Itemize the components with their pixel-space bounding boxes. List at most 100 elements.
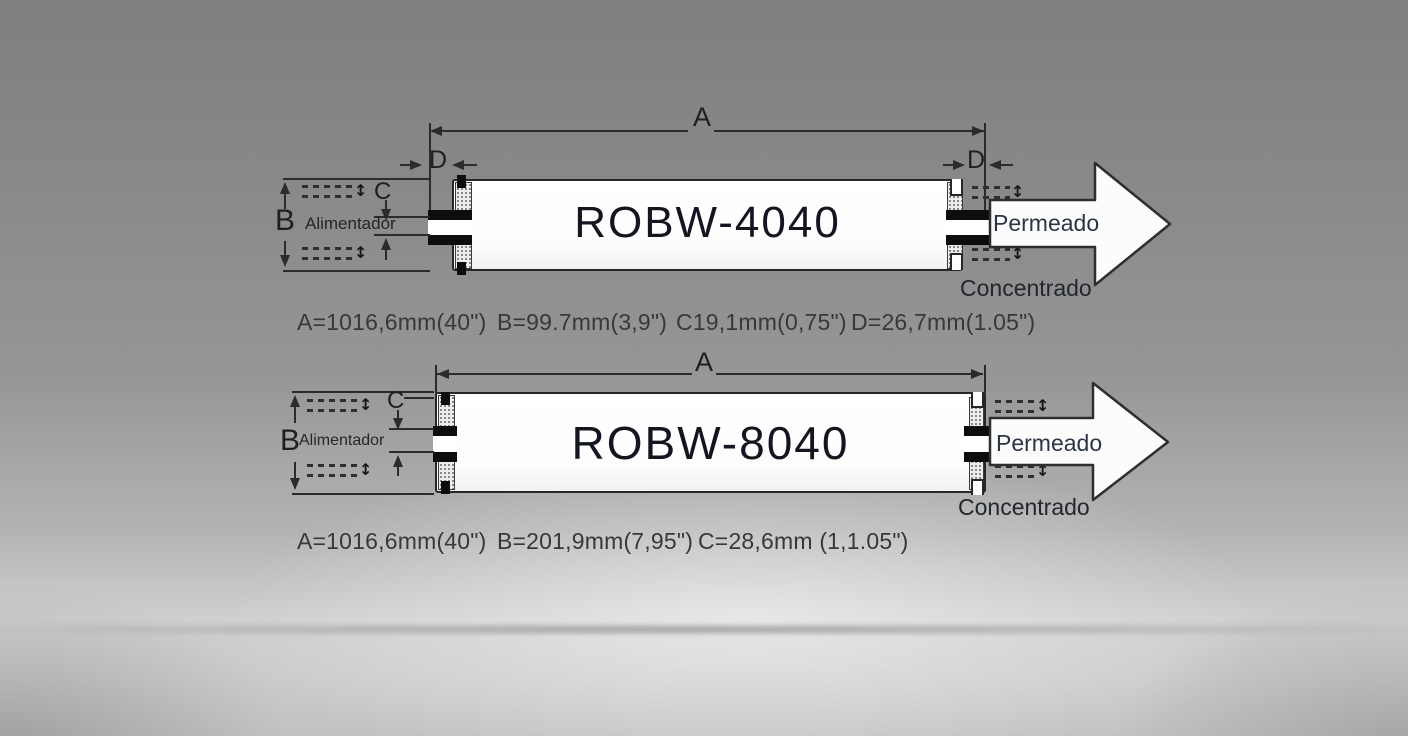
concentrate-label: Concentrado (960, 275, 1092, 301)
c-arrow-stem-bottom (385, 250, 387, 260)
updown-arrow-icon: ↕ (1036, 396, 1050, 415)
c-dim-label: C (374, 178, 392, 205)
c-arrow-stem-bottom (397, 467, 399, 476)
updown-arrow-icon: ↕ (354, 243, 368, 262)
flow-dashes-out-bottom (995, 465, 1035, 478)
b-arrowhead-down-icon (290, 478, 300, 490)
b-dim-label: B (280, 424, 301, 457)
c-arrowhead-down-icon (381, 209, 391, 221)
d-dim-label-right: D (967, 146, 986, 174)
flow-dashes-out-bottom (972, 248, 1010, 261)
permeate-tube-wall-bottom-right (964, 452, 1002, 462)
d-dim-label-left: D (429, 146, 448, 174)
a-dim-line-right (716, 373, 983, 375)
cap-tab-bottom-left (457, 262, 466, 275)
permeate-tube-wall-top-right (964, 426, 1002, 436)
c-arrowhead-up-icon (381, 238, 391, 250)
flow-dashes-feed-bottom (302, 247, 354, 260)
c-arrow-stem-top (397, 410, 399, 419)
a-extension-line-left (429, 123, 431, 229)
membrane-vessel (452, 179, 963, 271)
d-arrowhead-in-left2-icon (953, 160, 965, 170)
updown-arrow-icon: ↕ (1011, 182, 1025, 201)
b-arrowhead-down-icon (280, 255, 290, 267)
updown-arrow-icon: ↕ (359, 395, 373, 414)
cap-notch-top-right (971, 392, 984, 408)
permeate-tube-wall-top-left (428, 210, 472, 220)
floor-seam (0, 625, 1408, 634)
flow-dashes-out-top (972, 186, 1010, 199)
dim-a-value: A=1016,6mm(40") (297, 528, 487, 554)
c-arrowhead-up-icon (393, 455, 403, 467)
dim-a-value: A=1016,6mm(40") (297, 309, 487, 335)
flow-dashes-out-top (995, 400, 1035, 413)
permeate-tube-wall-bottom-right (946, 235, 990, 245)
b-extent-line-bottom (292, 493, 434, 495)
updown-arrow-icon: ↕ (359, 460, 373, 479)
d-arrowhead-in-right2-icon (989, 160, 1001, 170)
flow-dashes-feed-top (302, 185, 354, 198)
permeate-label: Permeado (996, 430, 1103, 456)
d-arrowhead-in-left-icon (410, 160, 422, 170)
cap-tab-bottom-left (441, 481, 450, 494)
d-arrowhead-in-right-icon (452, 160, 464, 170)
cap-tab-top-left (441, 392, 450, 405)
a-dim-line-left (432, 130, 688, 132)
a-arrowhead-right-icon (972, 126, 984, 136)
b-dim-label: B (275, 204, 296, 237)
dim-b-value: B=99.7mm(3,9") (497, 309, 668, 335)
a-arrowhead-left-icon (437, 369, 449, 379)
permeate-tube-right (946, 220, 990, 235)
cap-notch-top-right (950, 179, 963, 196)
c-dim-line-upper (374, 216, 430, 218)
d-arrow-stem-inner-left (463, 164, 477, 166)
a-extension-line-right (984, 365, 986, 393)
flow-dashes-feed-top (307, 399, 359, 412)
permeate-tube-wall-bottom-left (428, 235, 472, 245)
c-dim-line-upper (389, 428, 434, 430)
a-arrowhead-left-icon (430, 126, 442, 136)
updown-arrow-icon: ↕ (354, 181, 368, 200)
permeate-tube-left (428, 220, 472, 235)
concentrate-label: Concentrado (958, 494, 1090, 520)
b-arrow-stem-bottom (294, 462, 296, 478)
a-extension-line-right (984, 123, 986, 230)
cap-tab-top-left (457, 175, 466, 188)
b-extent-line-top (283, 178, 430, 180)
a-dim-label: A (692, 102, 711, 132)
permeate-arrow-shape (988, 161, 1172, 287)
cap-notch-bottom-right (971, 479, 984, 495)
b-extent-line-top (292, 391, 434, 393)
permeate-tube-wall-top-left (433, 426, 457, 436)
permeate-tube-left (433, 436, 457, 452)
dim-c-value: C=28,6mm (1,1.05") (698, 528, 909, 554)
c-arrow-stem-top (385, 200, 387, 210)
d-arrow-stem-outer-left (400, 164, 413, 166)
flow-dashes-feed-bottom (307, 464, 359, 477)
dim-d-value: D=26,7mm(1.05") (851, 309, 1036, 335)
c-leader-line (404, 397, 434, 399)
permeate-arrow-shape (988, 381, 1170, 502)
c-dim-line-lower (389, 451, 434, 453)
permeate-arrow (988, 161, 1172, 287)
c-dim-label: C (387, 387, 405, 414)
a-dim-line-left (437, 373, 692, 375)
dim-b-value: B=201,9mm(7,95") (497, 528, 694, 554)
b-extent-line-bottom (283, 270, 430, 272)
b-arrowhead-up-icon (290, 395, 300, 407)
permeate-tube-wall-top-right (946, 210, 990, 220)
feed-label: Alimentador (299, 432, 385, 449)
vessel-model-label: ROBW-8040 (571, 417, 850, 469)
permeate-label: Permeado (993, 210, 1100, 236)
feed-label: Alimentador (305, 214, 396, 233)
d-arrow-stem-inner-right (1000, 164, 1013, 166)
updown-arrow-icon: ↕ (1036, 461, 1050, 480)
a-extension-line-left (435, 365, 437, 393)
a-dim-line-right (714, 130, 984, 132)
permeate-tube-wall-bottom-left (433, 452, 457, 462)
d-arrow-stem-outer-right (943, 164, 956, 166)
updown-arrow-icon: ↕ (1011, 244, 1025, 263)
a-arrowhead-right-icon (971, 369, 983, 379)
end-cap-left-top (455, 182, 472, 211)
